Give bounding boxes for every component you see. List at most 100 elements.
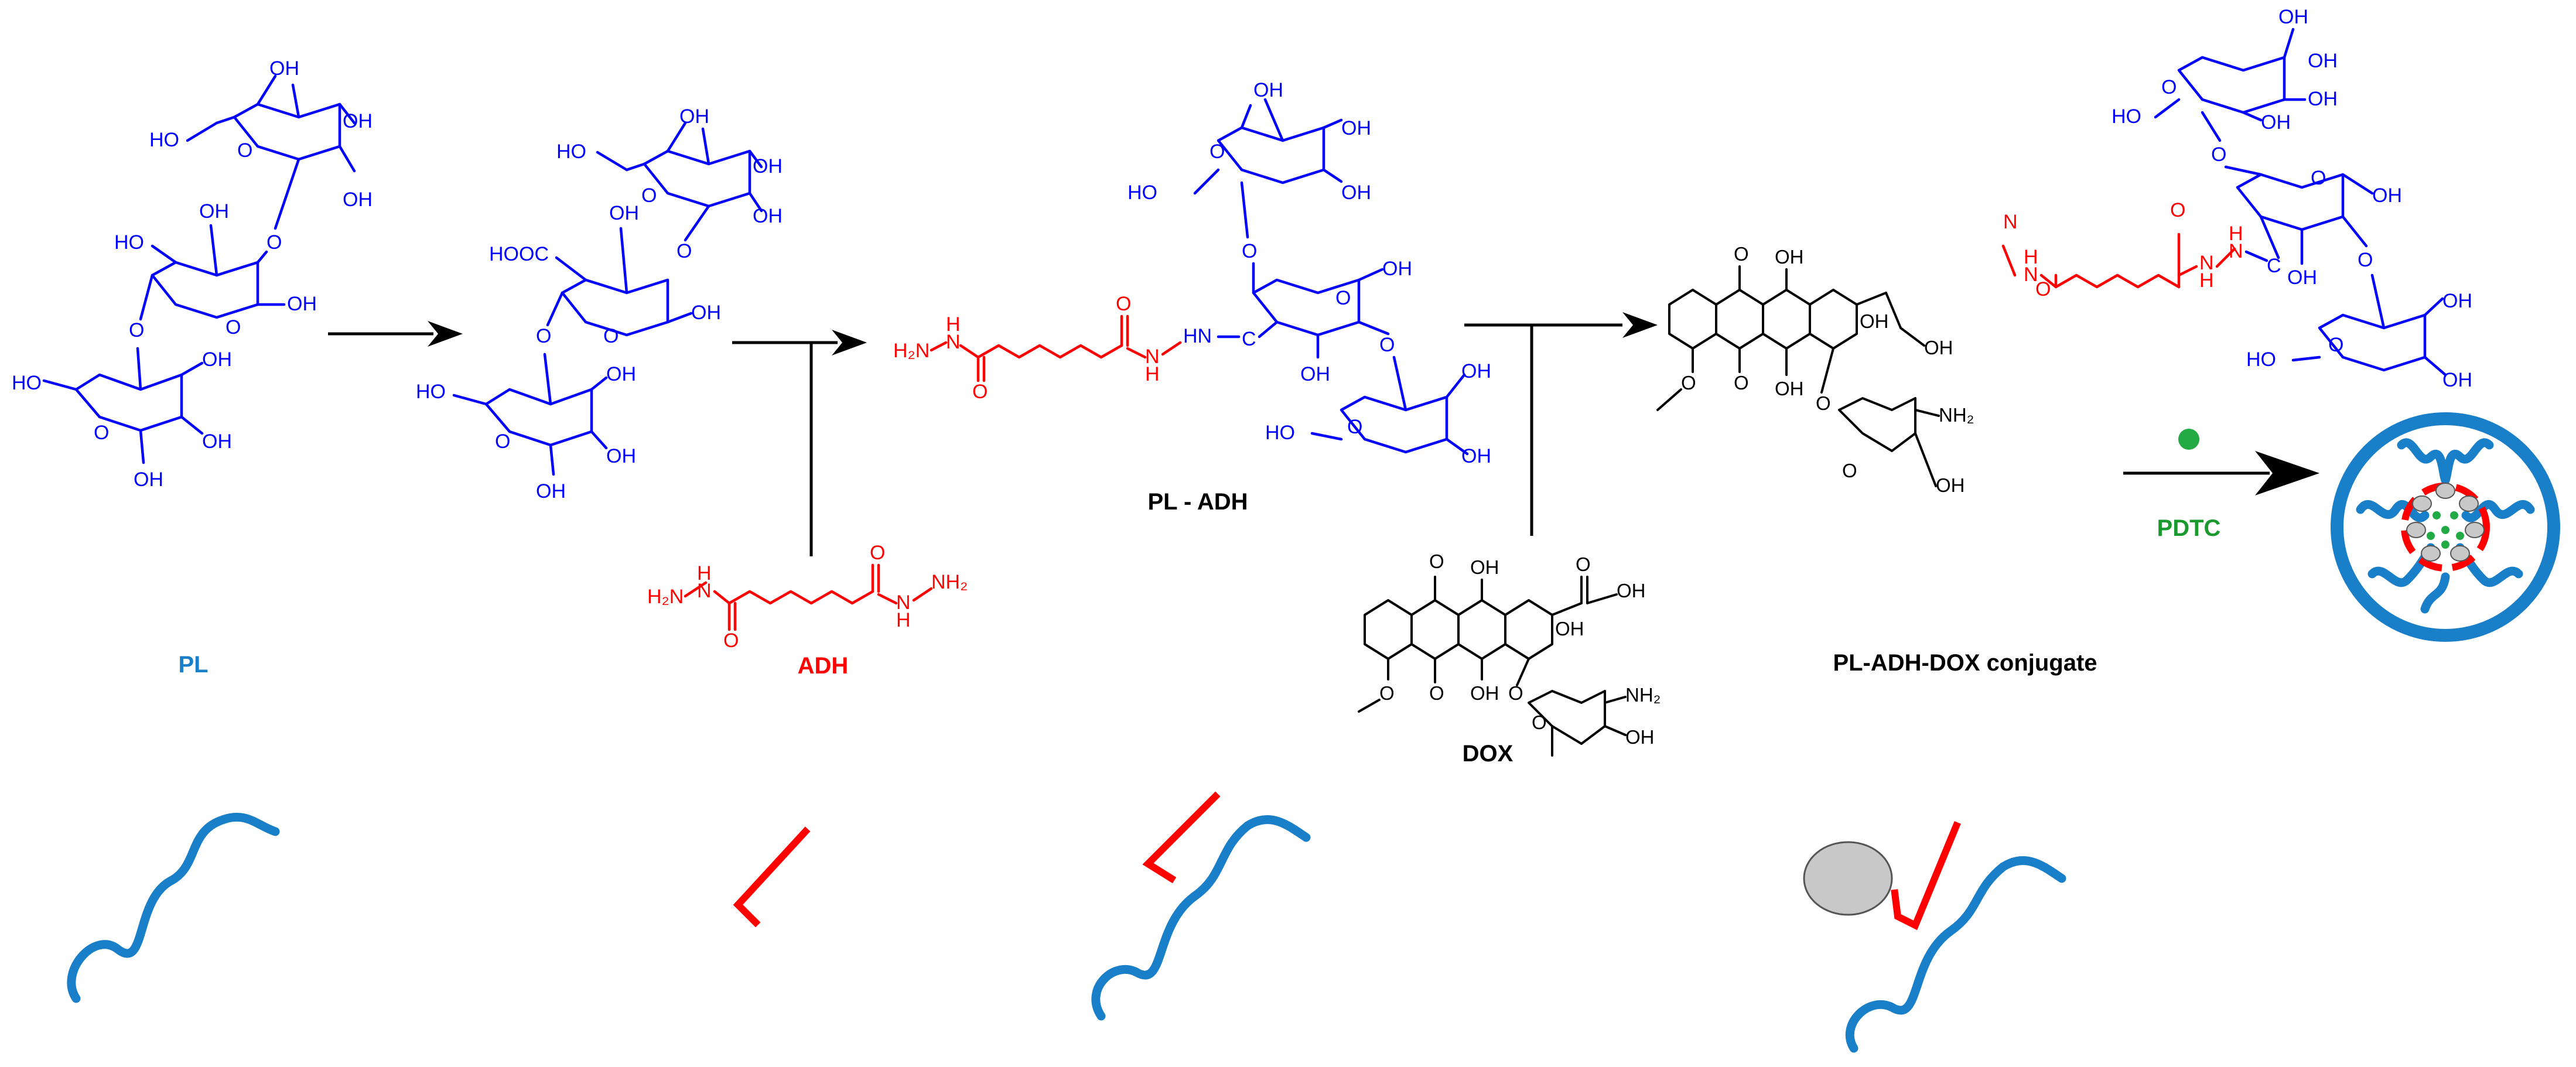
atom-label: N: [946, 331, 961, 353]
reaction-arrow-pdtc: PDTC: [2123, 429, 2319, 541]
atom-label: O: [1242, 240, 1257, 262]
atom-label: OH: [606, 363, 636, 385]
conjugate-label: PL-ADH-DOX conjugate: [1833, 650, 2097, 676]
atom-label: HO: [2112, 105, 2141, 128]
atom-label: O: [94, 422, 109, 444]
atom-label: OH: [606, 445, 636, 467]
pl-adh-structure: H₂N H N O O N H HN C OH OH OH HO O O: [893, 79, 1491, 515]
atom-label: O: [1508, 682, 1523, 704]
nanoparticle-icon: [2331, 412, 2560, 642]
atom-label: H: [2199, 269, 2214, 292]
atom-label: OH: [1461, 445, 1491, 467]
atom-label: O: [495, 430, 510, 453]
atom-label: HOOC: [489, 243, 549, 265]
atom-label: OH: [2372, 184, 2402, 207]
atom-label: O: [2311, 167, 2326, 189]
adh-linker-icon: [733, 826, 811, 928]
atom-label: O: [1210, 141, 1225, 163]
atom-label: OH: [1470, 682, 1499, 704]
atom-label: O: [2211, 143, 2226, 166]
atom-label: HO: [416, 381, 446, 403]
atom-label: O: [1379, 682, 1395, 704]
atom-label: H₂N: [647, 586, 684, 608]
atom-label: O: [1347, 416, 1362, 438]
atom-label: O: [1379, 334, 1395, 356]
atom-label: H: [1145, 363, 1160, 385]
atom-label: O: [1429, 550, 1444, 572]
atom-label: OH: [287, 293, 317, 315]
reaction-arrow-adh: [732, 330, 867, 556]
atom-label: OH: [1860, 310, 1889, 332]
atom-label: O: [1816, 392, 1831, 414]
atom-label: N: [2024, 264, 2038, 286]
pl-structure: OH OH OH HO O O OH HO OH O O OH OH OH HO…: [12, 57, 373, 678]
atom-label: NH₂: [1939, 404, 1974, 426]
atom-label: H: [2024, 246, 2038, 268]
atom-label: H₂N: [893, 340, 930, 362]
atom-label: NH₂: [931, 571, 968, 593]
atom-label: O: [1734, 243, 1749, 265]
atom-label: OH: [1617, 580, 1646, 601]
atom-label: OH: [2287, 266, 2317, 289]
atom-label: O: [972, 381, 988, 403]
pdtc-dot-icon: [2178, 429, 2199, 450]
atom-label: OH: [1341, 182, 1371, 204]
adh-structure: H₂N H N O O N H NH₂ ADH: [647, 542, 968, 679]
pdtc-label: PDTC: [2157, 515, 2221, 541]
atom-label: H: [697, 562, 712, 584]
adh-label: ADH: [798, 653, 849, 679]
atom-label: HO: [1128, 182, 1157, 204]
conjugate-icon: [1803, 821, 2066, 1053]
reaction-arrow-dox: [1464, 312, 1658, 536]
atom-label: OH: [1461, 360, 1491, 382]
atom-label: OH: [2308, 88, 2338, 110]
atom-label: OH: [1300, 363, 1330, 385]
atom-label: H: [2229, 223, 2243, 245]
atom-label: OH: [1470, 556, 1499, 578]
pl-helix-icon: [67, 812, 280, 1003]
atom-label: O: [870, 542, 885, 564]
atom-label: OH: [1341, 117, 1371, 139]
atom-label: O: [226, 316, 241, 338]
atom-label: O: [1681, 372, 1696, 394]
atom-label: OH: [679, 105, 709, 128]
atom-label: HO: [1265, 422, 1295, 444]
atom-label: OH: [1924, 337, 1953, 358]
atom-label: OH: [1253, 79, 1283, 101]
atom-label: OH: [134, 468, 163, 491]
atom-label: OH: [1775, 378, 1804, 399]
atom-label: O: [1335, 287, 1351, 309]
atom-label: O: [1842, 460, 1857, 481]
atom-label: O: [723, 630, 739, 652]
atom-label: OH: [2278, 6, 2308, 28]
atom-label: OH: [2442, 369, 2472, 391]
atom-label: OH: [1936, 474, 1965, 496]
atom-label: N: [896, 591, 911, 614]
dox-structure: O O OH OH O O OH OH O NH₂ OH O DOX: [1358, 550, 1661, 767]
atom-label: OH: [1625, 726, 1655, 748]
atom-label: OH: [202, 348, 232, 371]
atom-label: N: [2003, 211, 2018, 233]
atom-label: OH: [202, 430, 232, 453]
atom-label: O: [267, 231, 282, 254]
atom-label: OH: [199, 200, 229, 223]
atom-label: N: [697, 580, 712, 602]
atom-label: H: [946, 313, 961, 336]
atom-label: O: [2328, 334, 2343, 356]
atom-label: OH: [609, 202, 639, 224]
atom-label: OH: [2308, 50, 2338, 72]
atom-label: NH₂: [1625, 684, 1661, 706]
atom-label: HO: [2246, 348, 2276, 371]
atom-label: O: [2161, 76, 2177, 98]
atom-label: HO: [149, 129, 179, 151]
atom-label: OH: [753, 155, 783, 177]
oxidized-pl-structure: OH OH OH HO O O OH HOOC OH O O OH OH OH …: [416, 105, 783, 502]
atom-label: OH: [1382, 258, 1412, 280]
atom-label: OH: [753, 205, 783, 227]
atom-label: O: [1429, 682, 1444, 704]
atom-label: N: [1145, 346, 1160, 368]
pl-adh-label: PL - ADH: [1147, 489, 1248, 515]
reaction-arrow-oxidation: [328, 321, 463, 347]
atom-label: H: [896, 609, 911, 631]
